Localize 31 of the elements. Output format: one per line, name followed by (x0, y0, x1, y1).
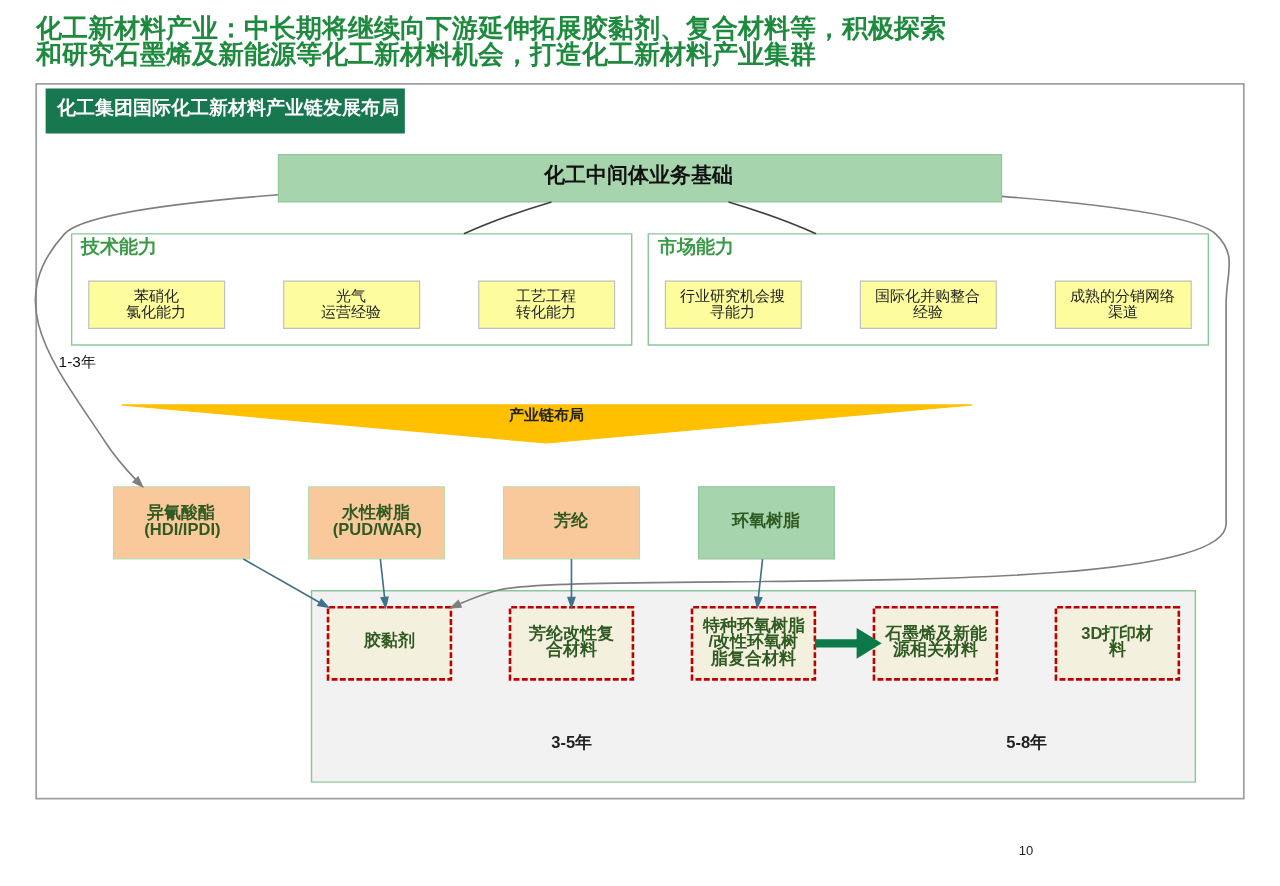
label: 3-5年 (551, 732, 593, 752)
node-box: 水性树脂(PUD/WAR) (307, 486, 446, 560)
node-box: 国际化并购整合经验 (859, 280, 997, 329)
node-box: 光气运营经验 (283, 280, 421, 329)
node-box: 胶黏剂 (326, 605, 453, 681)
node-box: 3D打印材料 (1054, 605, 1181, 681)
node-box: 成熟的分销网络渠道 (1054, 280, 1192, 329)
arrow (34, 193, 279, 489)
node-box: 工艺工程转化能力 (478, 280, 616, 329)
node-box: 环氧树脂 (697, 486, 835, 560)
arrow (379, 558, 389, 610)
node-box: 行业研究机会搜寻能力 (664, 280, 802, 329)
node-box: 芳纶改性复合材料 (508, 605, 635, 681)
label: 10 (1018, 843, 1034, 859)
node-box: 苯硝化氯化能力 (88, 280, 226, 329)
diagram-title: 化工新材料产业：中长期将继续向下游延伸拓展胶黏剂、复合材料等，积极探索和研究石墨烯及新能源等化工新材料机会，打造化工新材料产业集群 (36, 13, 947, 70)
node-box: 特种环氧树脂/改性环氧树脂复合材料 (690, 605, 817, 681)
connector (727, 201, 817, 235)
node-box: 化工中间体业务基础 (277, 154, 1003, 203)
cluster (310, 590, 1197, 783)
arrow (448, 195, 1231, 609)
arrow (242, 558, 331, 609)
edge-label: 1-3年 (58, 352, 96, 370)
node-box: 芳纶 (502, 486, 640, 560)
arrow (754, 558, 764, 610)
arrow (814, 627, 882, 659)
node-box: 石墨烯及新能源相关材料 (872, 605, 999, 681)
node-box: 异氰酸酯(HDI/IPDI) (113, 486, 251, 560)
connector (463, 201, 553, 235)
arrow (567, 558, 576, 610)
label: 5-8年 (1006, 732, 1048, 752)
